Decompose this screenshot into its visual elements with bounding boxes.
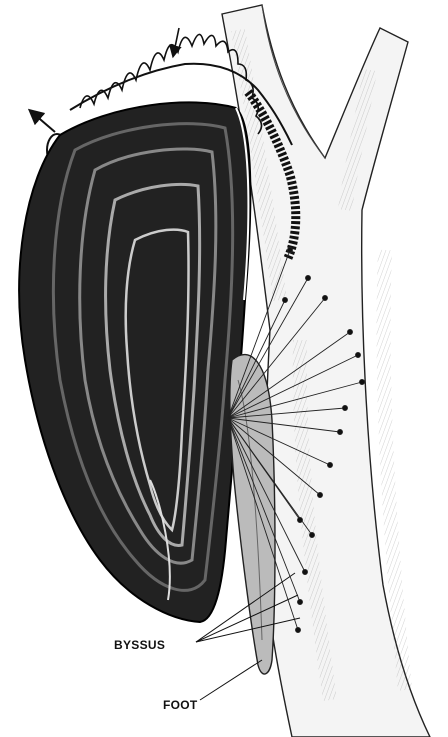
mussel-shell <box>19 102 250 622</box>
arrow-exhalant-icon <box>34 114 55 132</box>
byssus-label: BYSSUS <box>114 638 165 652</box>
foot-leader-line <box>200 660 262 700</box>
foot-label: FOOT <box>163 698 198 712</box>
